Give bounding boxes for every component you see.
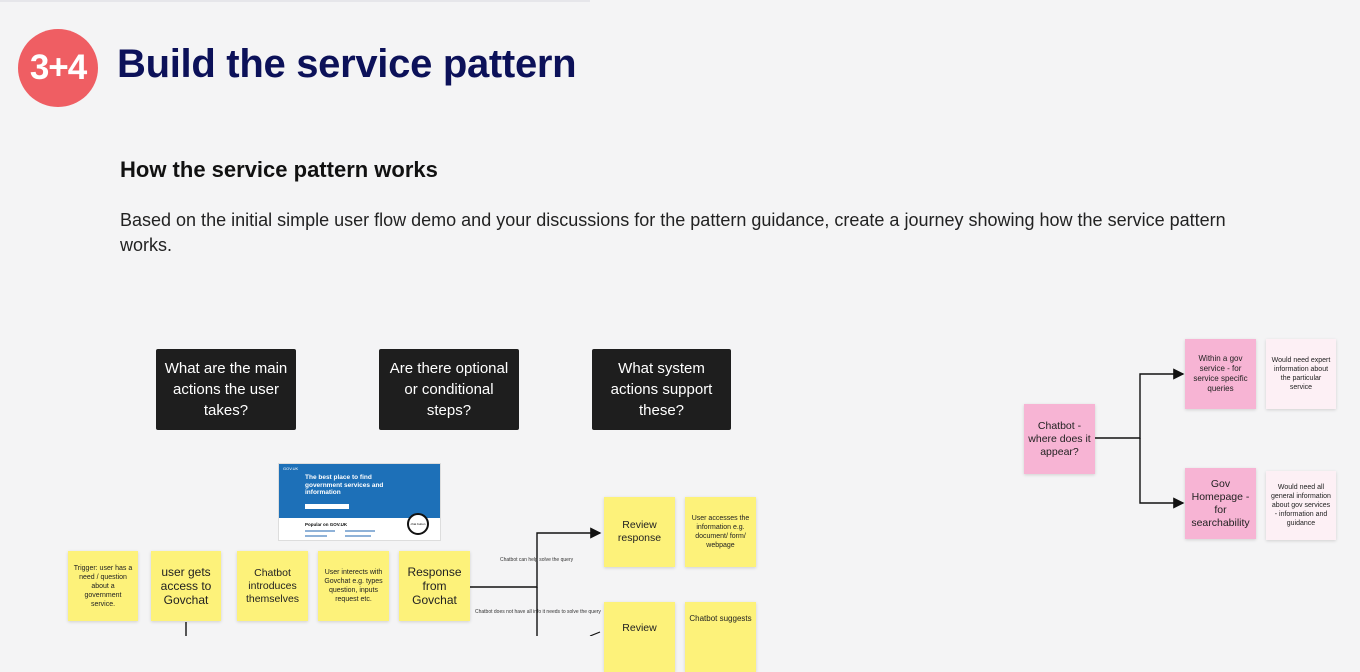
- sticky-gov-homepage-note[interactable]: Would need all general information about…: [1266, 471, 1336, 540]
- connector-lines: [185, 368, 1185, 636]
- sticky-where-appear[interactable]: Chatbot - where does it appear?: [1024, 404, 1095, 474]
- chat-launcher-highlight: chat button: [407, 513, 429, 535]
- govuk-homepage-thumbnail: GOV.UK The best place to find government…: [279, 464, 440, 540]
- sticky-gov-homepage[interactable]: Gov Homepage - for searchability: [1185, 468, 1256, 539]
- question-card-optional-steps[interactable]: Are there optional or conditional steps?: [379, 349, 519, 430]
- sticky-access[interactable]: user gets access to Govchat: [151, 551, 221, 621]
- thumbnail-hero: [279, 464, 440, 518]
- thumbnail-search-box: [305, 504, 349, 509]
- thumbnail-link: [305, 535, 327, 537]
- sticky-review-response[interactable]: Review response: [604, 497, 675, 567]
- top-divider: [0, 0, 590, 2]
- step-badge: 3+4: [18, 29, 98, 107]
- branch-label-solve: Chatbot can help solve the query: [500, 557, 574, 563]
- thumbnail-logo: GOV.UK: [283, 466, 299, 471]
- sticky-review[interactable]: Review: [604, 602, 675, 672]
- thumbnail-headline: The best place to find government servic…: [305, 474, 384, 496]
- section-heading: How the service pattern works: [120, 157, 438, 182]
- thumbnail-link: [345, 535, 371, 537]
- sticky-interacts[interactable]: User interects with Govchat e.g. types q…: [318, 551, 389, 621]
- page-title: Build the service pattern: [117, 42, 577, 86]
- question-card-main-actions[interactable]: What are the main actions the user takes…: [156, 349, 296, 430]
- thumbnail-popular-heading: Popular on GOV.UK: [305, 522, 348, 527]
- thumbnail-link: [345, 530, 375, 532]
- sticky-trigger[interactable]: Trigger: user has a need / question abou…: [68, 551, 138, 621]
- section-description: Based on the initial simple user flow de…: [120, 210, 1226, 255]
- thumbnail-link: [305, 530, 335, 532]
- branch-label-not-solve: Chatbot does not have all info it needs …: [475, 609, 601, 615]
- question-card-system-actions[interactable]: What system actions support these?: [592, 349, 731, 430]
- sticky-intro[interactable]: Chatbot introduces themselves: [237, 551, 308, 621]
- sticky-response[interactable]: Response from Govchat: [399, 551, 470, 621]
- sticky-within-gov-note[interactable]: Would need expert information about the …: [1266, 339, 1336, 409]
- sticky-within-gov-service[interactable]: Within a gov service - for service speci…: [1185, 339, 1256, 409]
- sticky-chatbot-suggests[interactable]: Chatbot suggests: [685, 602, 756, 672]
- sticky-user-accesses[interactable]: User accesses the information e.g. docum…: [685, 497, 756, 567]
